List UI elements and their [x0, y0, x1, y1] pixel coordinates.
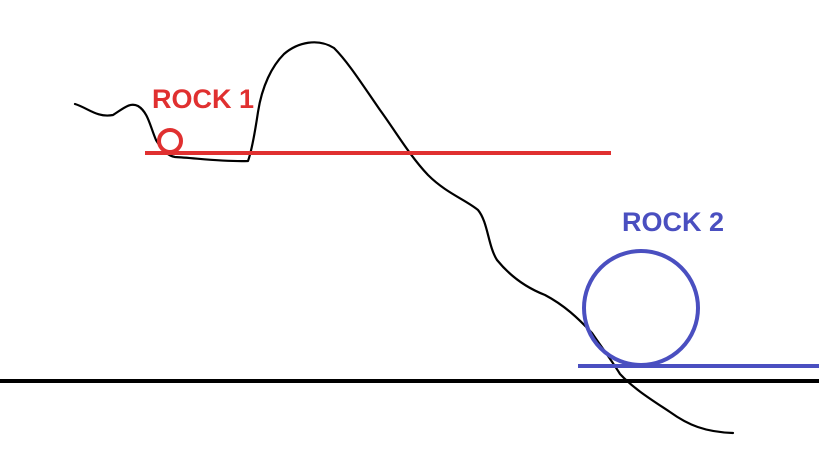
rock1-label: ROCK 1: [152, 84, 254, 114]
rock1-circle: [157, 128, 183, 154]
rock2-circle: [582, 249, 700, 367]
rock2-label: ROCK 2: [622, 207, 724, 237]
terrain-curve: [73, 41, 735, 435]
